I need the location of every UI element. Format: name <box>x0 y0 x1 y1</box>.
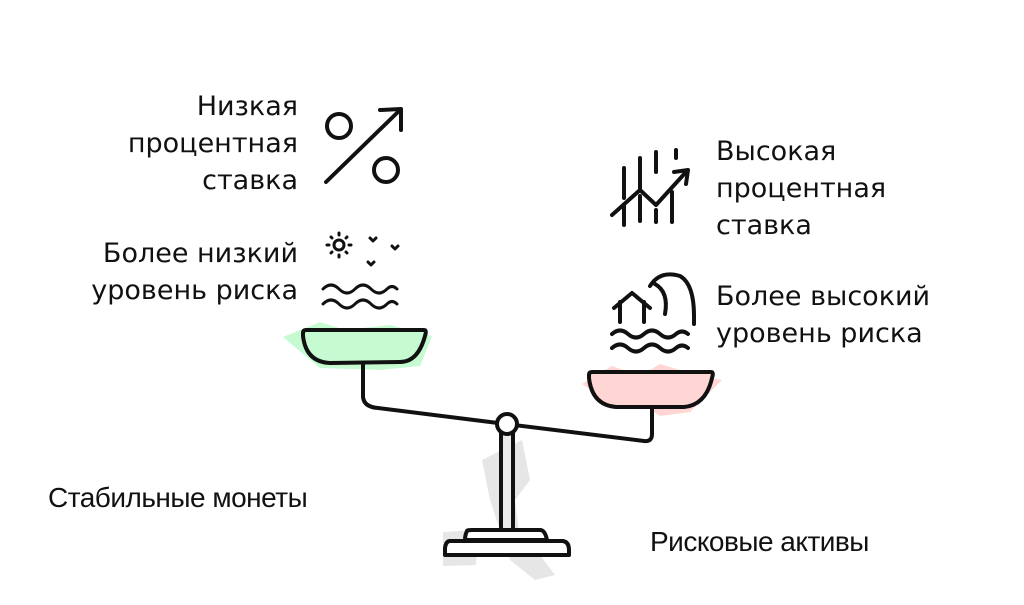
low-risk-label: Более низкий уровень риска <box>20 235 298 309</box>
balance-scale-icon <box>301 328 715 557</box>
low-risk-line-1: Более низкий <box>102 238 298 269</box>
high-rate-line-1: Высокая <box>716 136 837 167</box>
high-rate-line-3: ставка <box>716 210 812 241</box>
high-risk-label: Более высокий уровень риска <box>716 278 1006 352</box>
low-rate-line-2: процентная <box>127 128 298 159</box>
high-risk-line-1: Более высокий <box>716 281 931 312</box>
low-rate-label: Низкая процентная ставка <box>60 88 298 199</box>
low-rate-line-1: Низкая <box>196 91 298 122</box>
sun-birds-calm-waves-icon <box>321 231 400 310</box>
high-risk-line-2: уровень риска <box>716 318 923 349</box>
low-rate-line-3: ставка <box>202 165 298 196</box>
high-rate-label: Высокая процентная ставка <box>716 133 996 244</box>
tsunami-house-icon <box>610 272 696 354</box>
rain-chart-arrow-up-icon <box>610 148 690 227</box>
stablecoins-caption: Стабильные монеты <box>48 482 308 513</box>
low-risk-line-2: уровень риска <box>91 275 298 306</box>
risk-assets-caption: Рисковые активы <box>650 526 869 557</box>
percent-arrow-up-icon <box>324 107 403 184</box>
high-rate-line-2: процентная <box>716 173 887 204</box>
